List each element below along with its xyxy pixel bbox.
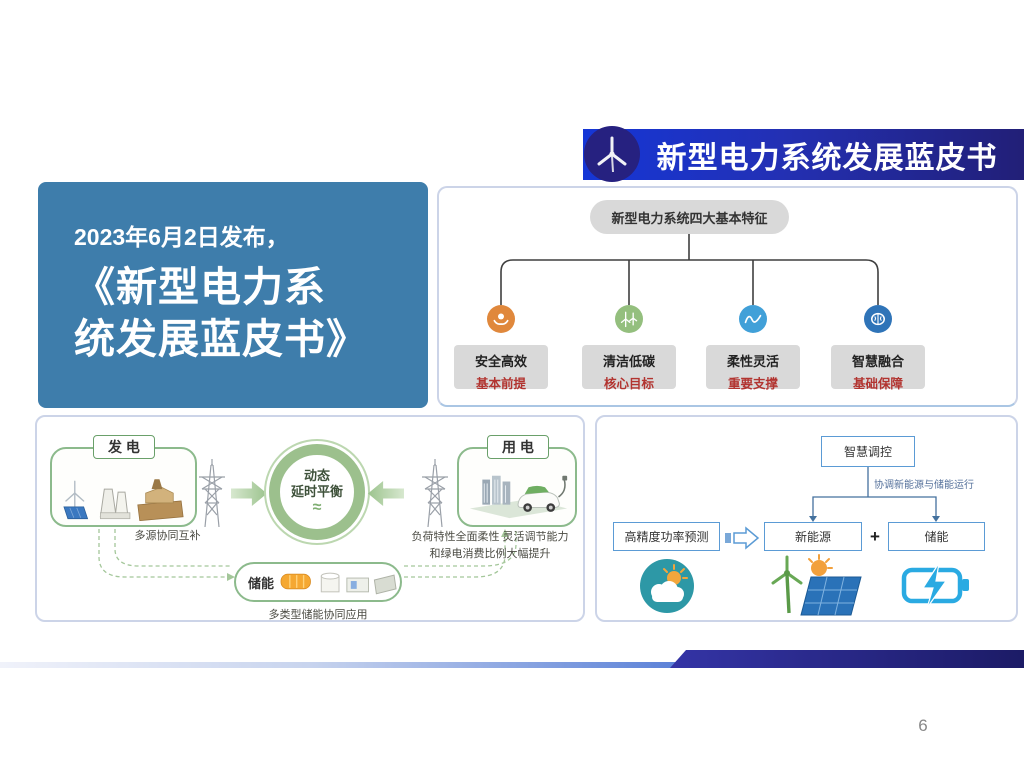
feature-title: 智慧融合 [851, 354, 904, 369]
storage-option-box: 储能 [888, 522, 985, 551]
feature-subtitle: 核心目标 [603, 377, 654, 391]
transmission-tower-icon [199, 459, 225, 528]
wind-turbine-icon [584, 126, 640, 182]
feature-title: 清洁低碳 [602, 354, 655, 369]
weather-forecast-icon [640, 559, 694, 613]
consumption-ev-icon [469, 475, 568, 519]
feature-title: 柔性灵活 [726, 354, 779, 369]
feature-subtitle: 基本前提 [475, 377, 526, 391]
balance-text-line1: 动态 [303, 467, 330, 483]
feature-card-smart: 智慧融合 基础保障 [831, 345, 925, 391]
consumption-caption: 负荷特性全面柔性 灵活调节能力 和绿电消费比例大幅提升 [395, 529, 585, 562]
storage-batteries-icon [280, 572, 397, 595]
flexibility-icon [739, 305, 767, 333]
balance-text-line2: 延时平衡 [290, 484, 343, 499]
smart-control-box: 智慧调控 [821, 436, 915, 467]
smart-panel: 智慧调控 协调新能源与储能运行 高精度功率预测 新能源 + 储能 [595, 415, 1018, 622]
hollow-arrow-icon [725, 526, 760, 550]
bluepaper-title-line1: 《新型电力系 [74, 264, 326, 310]
footer-accent-line [0, 662, 1024, 668]
transmission-tower-icon [422, 459, 448, 528]
feature-title: 安全高效 [474, 354, 527, 369]
page-number: 6 [918, 716, 928, 735]
feature-card-flexible: 柔性灵活 重要支撑 [706, 345, 800, 391]
header-banner [583, 129, 1024, 180]
flow-arrow-right-icon [231, 481, 267, 506]
safety-icon [487, 305, 515, 333]
feature-card-safety: 安全高效 基本前提 [454, 345, 548, 391]
battery-lightning-icon [901, 562, 969, 609]
storage-caption: 多类型储能协同应用 [268, 609, 368, 621]
storage-box: 储能 [234, 562, 402, 602]
wind-solar-icon [771, 554, 862, 616]
coordination-note: 协调新能源与储能运行 [874, 480, 974, 491]
new-energy-box: 新能源 [764, 522, 862, 551]
consumption-label: 用 电 [487, 435, 549, 459]
generation-label: 发 电 [93, 435, 155, 459]
consumption-caption-line2: 和绿电消费比例大幅提升 [429, 547, 551, 560]
intelligence-icon [864, 305, 892, 333]
features-root-label: 新型电力系统四大基本特征 [590, 200, 789, 234]
feature-subtitle: 基础保障 [852, 377, 903, 391]
page-title: 新型电力系统发展蓝皮书 [656, 141, 998, 175]
features-panel: 新型电力系统四大基本特征 [437, 186, 1018, 407]
release-date: 2023年6月2日发布， [74, 224, 289, 250]
clean-energy-icon [615, 305, 643, 333]
bluepaper-title: 《新型电力系 统发展蓝皮书》 [74, 262, 428, 365]
approx-symbol: ≈ [312, 499, 322, 517]
footer-accent-bar [670, 650, 1024, 668]
generation-sources-icon [63, 479, 184, 521]
generation-caption: 多源协同互补 [134, 530, 201, 542]
feature-subtitle: 重要支撑 [727, 377, 778, 391]
feature-card-clean: 清洁低碳 核心目标 [582, 345, 676, 391]
bluepaper-title-line2: 统发展蓝皮书》 [74, 315, 368, 362]
flow-arrow-left-icon [368, 481, 404, 506]
forecast-box: 高精度功率预测 [613, 522, 720, 551]
intro-card: 2023年6月2日发布， 《新型电力系 统发展蓝皮书》 [38, 182, 428, 408]
plus-sign: + [870, 526, 880, 546]
balance-panel: 发 电 多源协同互补 [35, 415, 585, 622]
storage-label: 储能 [248, 575, 275, 591]
dynamic-balance-node: 动态 延时平衡 ≈ [269, 444, 365, 540]
consumption-caption-line1: 负荷特性全面柔性 灵活调节能力 [411, 531, 569, 543]
